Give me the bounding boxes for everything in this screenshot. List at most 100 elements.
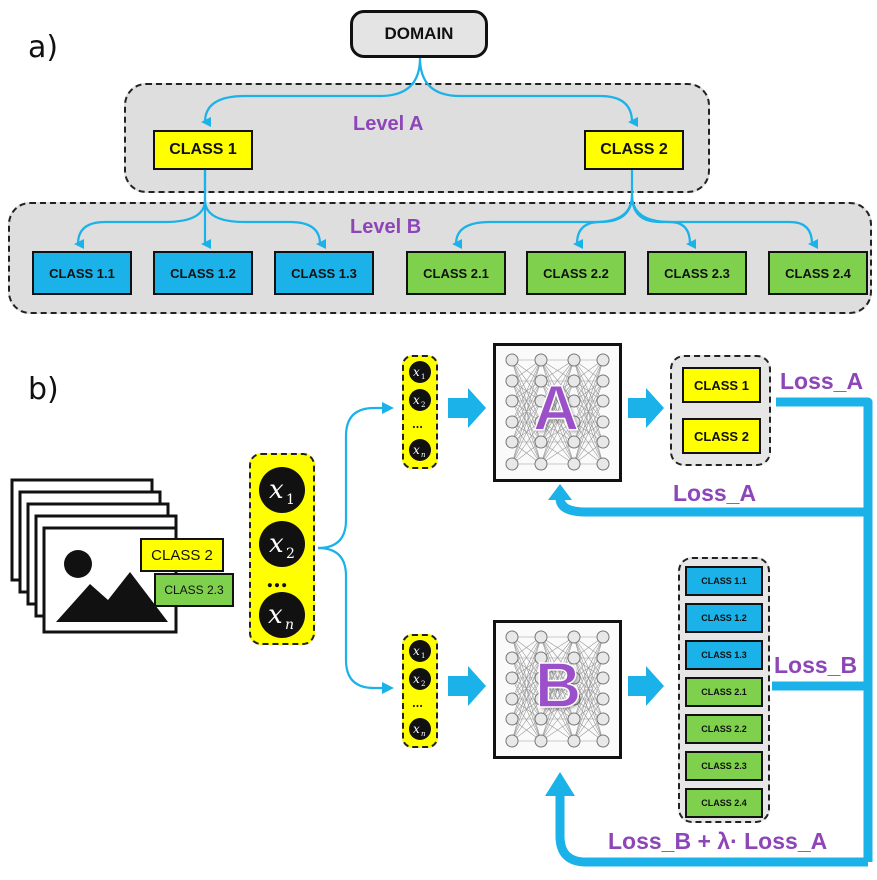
net-node bbox=[596, 353, 610, 367]
network-a bbox=[493, 343, 622, 482]
net-node bbox=[505, 734, 519, 748]
tree-class-1-2: CLASS 1.2 bbox=[153, 251, 253, 295]
net-edge bbox=[511, 657, 542, 742]
a-xn-sub: n bbox=[421, 451, 426, 459]
image-placeholder-icon bbox=[56, 550, 168, 622]
network-b-letter: B bbox=[534, 648, 582, 722]
feature-vector-b-symbols: x 1 x 2 … x n bbox=[409, 640, 431, 740]
net-node bbox=[505, 394, 519, 408]
net-node bbox=[534, 353, 548, 367]
net-edge bbox=[573, 698, 604, 742]
net-edge bbox=[573, 677, 604, 720]
net-node bbox=[505, 651, 519, 665]
net-edge bbox=[511, 359, 542, 402]
net-edge bbox=[511, 636, 542, 700]
net-edge bbox=[511, 359, 542, 423]
net-node bbox=[567, 692, 581, 706]
net-node bbox=[534, 712, 548, 726]
net-edge bbox=[573, 380, 604, 465]
net-edge bbox=[540, 359, 575, 465]
b-xn-sub: n bbox=[421, 730, 426, 738]
main-x2-sub: 2 bbox=[286, 546, 295, 562]
loss-b-right-label: Loss_B bbox=[774, 652, 858, 678]
domain-root-node: DOMAIN bbox=[350, 10, 488, 58]
net-node bbox=[534, 651, 548, 665]
block-arrow-vec-b-to-net-b bbox=[448, 666, 486, 706]
net-edge bbox=[540, 359, 575, 382]
net-node bbox=[505, 353, 519, 367]
net-edge bbox=[511, 400, 542, 443]
net-edge bbox=[573, 359, 604, 443]
network-b-graph bbox=[505, 630, 610, 748]
net-node bbox=[534, 692, 548, 706]
loss-a-right-label: Loss_A bbox=[780, 368, 864, 394]
output-b-class-2-4: CLASS 2.4 bbox=[685, 788, 763, 818]
net-node bbox=[534, 734, 548, 748]
net-edge bbox=[540, 677, 575, 742]
net-node bbox=[505, 671, 519, 685]
panel-a-label: a) bbox=[28, 30, 59, 65]
net-node bbox=[567, 457, 581, 471]
output-a-class-1: CLASS 1 bbox=[682, 367, 761, 403]
net-node bbox=[567, 353, 581, 367]
net-edge bbox=[573, 636, 604, 720]
image-tag-class-2: CLASS 2 bbox=[140, 538, 224, 572]
net-node bbox=[567, 394, 581, 408]
main-x2-x: x bbox=[269, 529, 284, 559]
level-a-label: Level A bbox=[353, 113, 424, 135]
net-edge bbox=[540, 636, 575, 700]
tree-class-1-3: CLASS 1.3 bbox=[274, 251, 374, 295]
net-edge bbox=[540, 636, 575, 720]
network-a-letter: A bbox=[532, 371, 580, 445]
net-node bbox=[567, 734, 581, 748]
network-b bbox=[493, 620, 622, 759]
main-xn-sub: n bbox=[285, 617, 294, 633]
net-node bbox=[567, 415, 581, 429]
net-edge bbox=[573, 657, 604, 742]
net-edge bbox=[540, 718, 575, 742]
panel-b-label: b) bbox=[28, 372, 59, 407]
net-edge bbox=[573, 677, 604, 742]
net-node bbox=[534, 630, 548, 644]
output-b-class-1-1: CLASS 1.1 bbox=[685, 566, 763, 596]
net-edge bbox=[540, 657, 575, 742]
net-edge bbox=[540, 636, 575, 659]
output-b-class-2-3: CLASS 2.3 bbox=[685, 751, 763, 781]
connector-domain-class2 bbox=[418, 57, 639, 127]
tree-class-1-1: CLASS 1.1 bbox=[32, 251, 132, 295]
net-edge bbox=[573, 421, 604, 465]
net-node bbox=[596, 630, 610, 644]
net-node bbox=[596, 651, 610, 665]
net-node bbox=[534, 457, 548, 471]
connector-class1-c13 bbox=[203, 199, 327, 249]
net-edge bbox=[573, 400, 604, 465]
net-edge bbox=[540, 636, 575, 742]
net-node bbox=[567, 435, 581, 449]
block-arrow-net-a-to-out-a bbox=[628, 388, 664, 428]
net-node bbox=[567, 630, 581, 644]
b-x2-sub: 2 bbox=[421, 680, 425, 688]
net-edge bbox=[511, 636, 542, 679]
net-edge bbox=[511, 421, 542, 465]
a-x1-x: x bbox=[413, 365, 420, 379]
loss-a-line bbox=[776, 397, 873, 862]
b-xn-x: x bbox=[413, 722, 420, 736]
b-x1-x: x bbox=[413, 644, 420, 658]
net-node bbox=[567, 374, 581, 388]
connector-domain-class1 bbox=[201, 57, 422, 128]
network-a-graph bbox=[505, 353, 610, 471]
a-x2-sub: 2 bbox=[421, 401, 425, 409]
net-edge bbox=[540, 359, 575, 423]
net-edge bbox=[573, 400, 604, 443]
split-arrow-to-b bbox=[317, 546, 394, 694]
net-node bbox=[534, 394, 548, 408]
image-tag-class-2-3: CLASS 2.3 bbox=[154, 573, 234, 607]
loss-combined-label: Loss_B + λ· Loss_A bbox=[608, 828, 828, 854]
net-edge bbox=[540, 380, 575, 465]
net-node bbox=[534, 671, 548, 685]
tree-class-2-2: CLASS 2.2 bbox=[526, 251, 626, 295]
net-node bbox=[596, 734, 610, 748]
net-node bbox=[596, 671, 610, 685]
